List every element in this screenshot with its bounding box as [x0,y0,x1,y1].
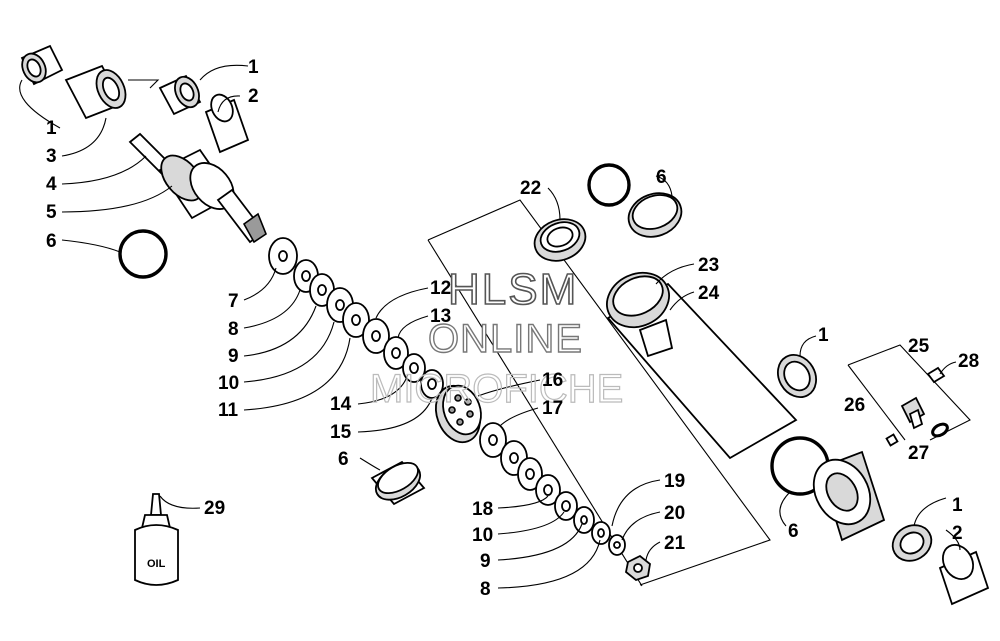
callout-16: 16 [542,370,563,391]
callout-18: 18 [472,499,493,520]
callout-8: 8 [228,319,239,340]
callout-5: 5 [46,202,57,223]
callout-14: 14 [330,394,352,415]
callout-1: 1 [952,495,963,516]
lower-eyelet [770,354,886,542]
piston-15 [435,384,482,444]
upper-bushing-1 [20,44,64,86]
callout-21: 21 [664,533,686,554]
callout-9: 9 [228,346,239,367]
callout-1: 1 [818,325,829,346]
band-6-top [627,192,683,238]
callout-3: 3 [46,146,57,167]
watermark: HLSM ONLINE MICROFICHE [369,264,624,411]
valve-assembly-25 [885,366,949,447]
callout-7: 7 [228,291,239,312]
bushing-1-lower-right [891,524,933,562]
callout-9: 9 [480,551,491,572]
washer-stack-lower [479,422,651,582]
callout-10: 10 [218,373,239,394]
callout-23: 23 [698,255,719,276]
callout-25: 25 [908,336,930,357]
washer-stack-upper [268,237,444,399]
callout-8: 8 [480,579,491,600]
callout-6: 6 [788,521,799,542]
callout-22: 22 [520,178,541,199]
callout-15: 15 [330,422,352,443]
spacer-sleeve-3 [64,64,127,120]
callout-28: 28 [958,351,979,372]
callout-13: 13 [430,306,451,327]
callout-10: 10 [472,525,493,546]
callout-17: 17 [542,398,563,419]
oil-bottle-29: OIL [134,493,179,586]
callout-29: 29 [204,498,225,519]
o-ring-6-top [587,163,631,207]
callout-6: 6 [338,449,349,470]
callout-12: 12 [430,278,451,299]
callout-19: 19 [664,471,685,492]
callout-1: 1 [248,57,259,78]
watermark-line1: HLSM [448,265,578,314]
oil-label: OIL [147,558,166,570]
callout-1: 1 [46,118,57,139]
callout-6: 6 [656,167,667,188]
cap-22 [533,218,587,262]
watermark-line2: ONLINE [428,317,583,361]
bushing-1-upper-right [158,74,202,116]
callout-26: 26 [844,395,865,416]
callout-11: 11 [218,400,239,421]
band-6-middle [370,460,426,506]
callout-4: 4 [46,174,57,195]
shaft-assembly-4 [128,132,267,244]
o-ring-6-left [118,229,168,279]
sleeve-2-lower-right [938,544,990,606]
callout-6: 6 [46,231,57,252]
sleeve-2-upper [204,93,250,154]
watermark-line3: MICROFICHE [370,367,623,411]
callout-24: 24 [698,283,720,304]
leader-lines [19,64,961,589]
shock-body-23 [606,271,798,460]
callout-labels: 1 2 1 3 4 5 6 7 8 9 10 11 12 13 14 15 6 … [46,57,979,600]
callout-2: 2 [248,86,259,107]
callout-27: 27 [908,443,929,464]
callout-2: 2 [952,523,963,544]
callout-20: 20 [664,503,685,524]
assembly-guide-lines [128,79,971,587]
